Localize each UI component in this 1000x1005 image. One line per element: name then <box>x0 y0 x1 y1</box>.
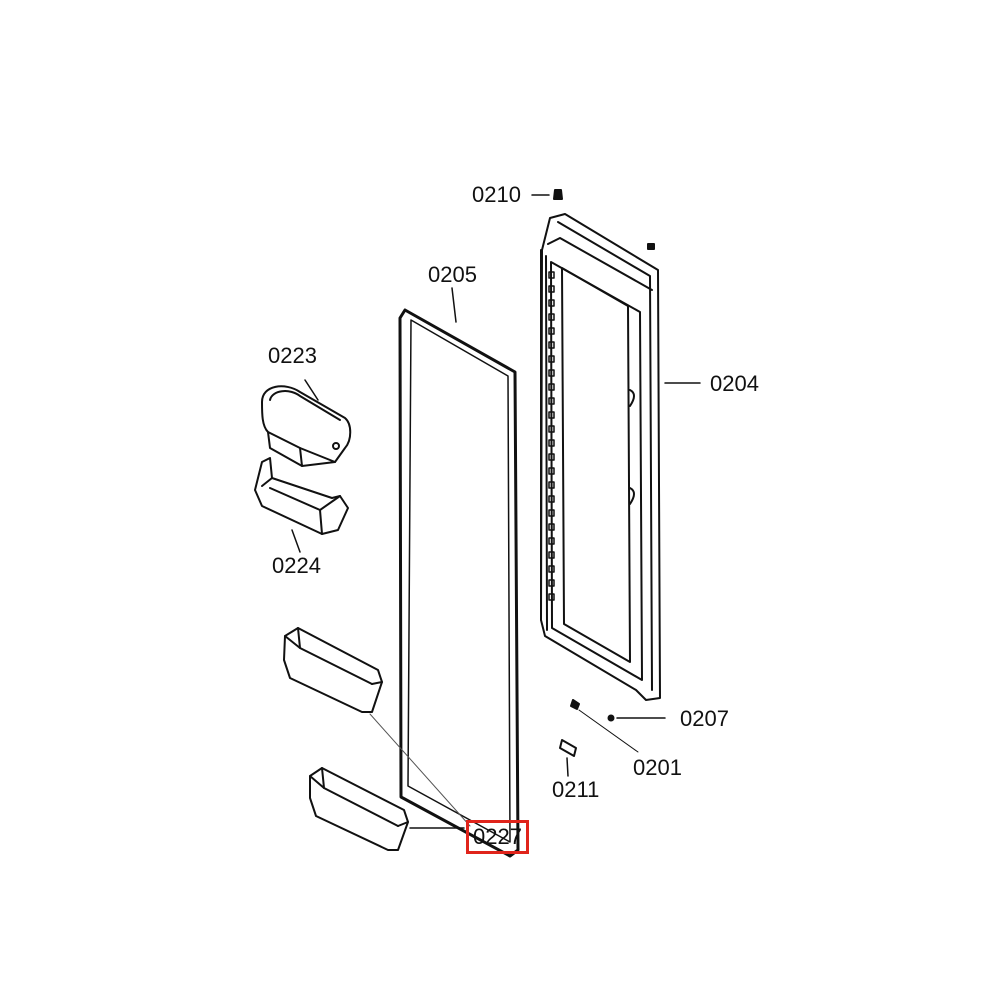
callout-0224: 0224 <box>272 553 321 578</box>
callout-0207: 0207 <box>680 706 729 731</box>
callout-0223: 0223 <box>268 343 317 368</box>
callout-0227-highlighted: 0227 <box>466 820 529 854</box>
part-0211-hinge-piece <box>559 739 577 777</box>
callout-0210: 0210 <box>472 182 521 207</box>
part-0223-covered-bin <box>261 379 352 467</box>
part-0224-small-shelf <box>254 457 349 553</box>
part-0201-pin <box>570 699 639 753</box>
callout-0204: 0204 <box>710 371 759 396</box>
part-0205-door-gasket <box>398 287 520 858</box>
part-0207-screw <box>607 714 666 722</box>
part-0227-door-bin-upper <box>283 627 471 827</box>
part-0227-door-bin-lower <box>309 767 465 851</box>
callout-0205: 0205 <box>428 262 477 287</box>
part-0210-screw <box>531 189 563 200</box>
part-0204-door-frame <box>540 213 701 701</box>
part-0204-shelf-notches <box>548 271 555 601</box>
callout-0201: 0201 <box>633 755 682 780</box>
callout-0211: 0211 <box>552 777 600 802</box>
